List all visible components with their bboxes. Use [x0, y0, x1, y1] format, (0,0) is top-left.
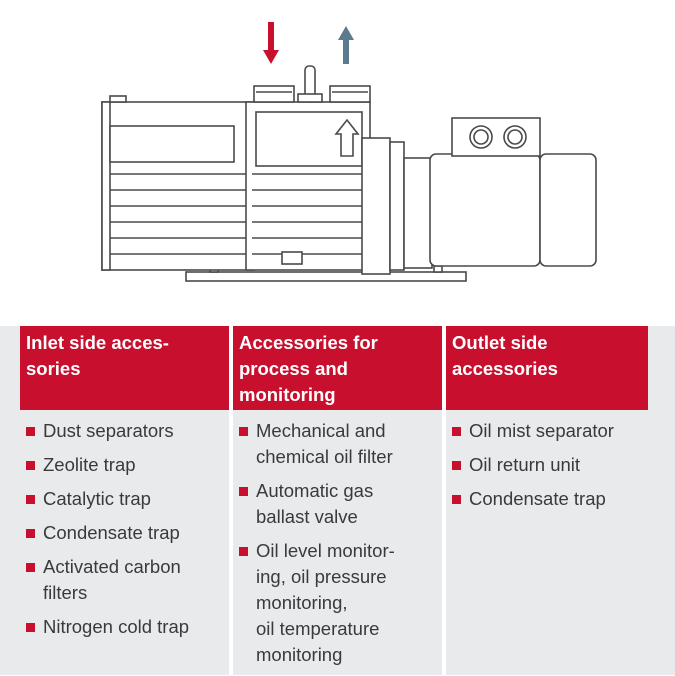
item-text: Oil mist separator [469, 420, 614, 441]
list-item: Oil level monitor- ing, oil pressure mon… [233, 538, 442, 668]
bullet-icon [26, 495, 35, 504]
outlet-port [329, 85, 371, 103]
motor [429, 153, 541, 267]
bullet-icon [239, 487, 248, 496]
item-text: Dust separators [43, 420, 174, 441]
list-item: Nitrogen cold trap [20, 614, 229, 640]
item-text: Mechanical and chemical oil filter [256, 420, 393, 467]
bullet-icon [26, 563, 35, 572]
item-text: Zeolite trap [43, 454, 136, 475]
item-text: Nitrogen cold trap [43, 616, 190, 637]
item-text: Catalytic trap [43, 488, 151, 509]
vacuum-pump-icon [101, 22, 597, 282]
outlet-arrow-icon [338, 26, 354, 64]
item-text: Condensate trap [43, 522, 180, 543]
item-list: Oil mist separator Oil return unit Conde… [446, 418, 648, 520]
list-item: Condensate trap [446, 486, 648, 512]
bullet-icon [239, 427, 248, 436]
list-item: Condensate trap [20, 520, 229, 546]
column-header: Inlet side acces- sories [20, 326, 229, 410]
bullet-icon [26, 623, 35, 632]
inlet-arrow-icon [263, 22, 279, 64]
bullet-icon [26, 529, 35, 538]
item-list: Mechanical and chemical oil filter Autom… [233, 418, 442, 676]
column-header: Accessories for process and monitoring [233, 326, 442, 410]
terminal-box [451, 117, 541, 157]
item-text: Activated carbon filters [43, 556, 181, 603]
outlet-side-column: Outlet side accessories Oil mist separat… [446, 326, 648, 675]
list-item: Automatic gas ballast valve [233, 478, 442, 530]
process-monitoring-column: Accessories for process and monitoring M… [233, 326, 442, 675]
list-item: Zeolite trap [20, 452, 229, 478]
list-item: Catalytic trap [20, 486, 229, 512]
item-text: Oil return unit [469, 454, 581, 475]
column-header: Outlet side accessories [446, 326, 648, 410]
item-text: Automatic gas ballast valve [256, 480, 374, 527]
accessories-table: Inlet side acces- sories Dust separators… [0, 326, 675, 675]
bullet-icon [452, 427, 461, 436]
bullet-icon [26, 427, 35, 436]
item-text: Oil level monitor- ing, oil pressure mon… [256, 540, 395, 665]
list-item: Dust separators [20, 418, 229, 444]
list-item: Oil mist separator [446, 418, 648, 444]
bullet-icon [452, 461, 461, 470]
list-item: Mechanical and chemical oil filter [233, 418, 442, 470]
item-text: Condensate trap [469, 488, 606, 509]
item-list: Dust separators Zeolite trap Catalytic t… [20, 418, 229, 648]
pump-base-plate [185, 271, 467, 282]
bullet-icon [26, 461, 35, 470]
inlet-port [253, 85, 295, 103]
column-divider [229, 326, 233, 675]
bullet-icon [239, 547, 248, 556]
inlet-side-column: Inlet side acces- sories Dust separators… [20, 326, 229, 675]
list-item: Oil return unit [446, 452, 648, 478]
column-divider [442, 326, 446, 675]
list-item: Activated carbon filters [20, 554, 229, 606]
bullet-icon [452, 495, 461, 504]
